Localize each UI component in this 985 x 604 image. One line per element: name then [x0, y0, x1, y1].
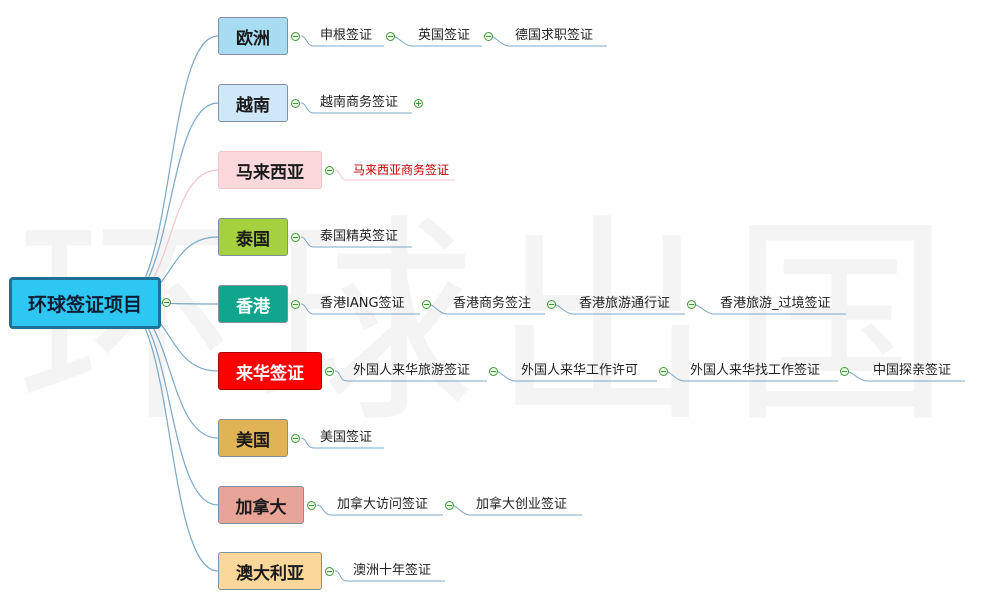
leaf-topic[interactable]: 泰国精英签证 [320, 229, 399, 244]
branch-topic-europe[interactable]: 欧洲 [218, 17, 288, 55]
collapse-toggle-icon[interactable] [547, 300, 556, 309]
branch-topic-vietnam[interactable]: 越南 [218, 84, 288, 122]
branch-connector [119, 302, 219, 572]
collapse-toggle-icon[interactable] [291, 32, 300, 41]
leaf-connector [300, 303, 420, 315]
leaf-topic[interactable]: 香港旅游_过境签证 [720, 296, 831, 311]
branch-topic-usa[interactable]: 美国 [218, 419, 288, 457]
leaf-topic[interactable]: 外国人来华工作许可 [521, 363, 639, 378]
collapse-toggle-icon[interactable] [659, 367, 668, 376]
leaf-topic[interactable]: 中国探亲签证 [873, 363, 952, 378]
collapse-toggle-icon[interactable] [414, 99, 423, 108]
collapse-toggle-icon[interactable] [386, 32, 395, 41]
leaf-topic[interactable]: 外国人来华找工作签证 [690, 363, 821, 378]
leaf-topic[interactable]: 香港商务签注 [453, 296, 532, 311]
collapse-toggle-icon[interactable] [445, 501, 454, 510]
branch-connector [119, 35, 219, 304]
branch-topic-canada[interactable]: 加拿大 [218, 486, 304, 524]
branch-connector [119, 102, 219, 304]
leaf-connector [334, 570, 445, 582]
leaf-topic[interactable]: 外国人来华旅游签证 [353, 363, 471, 378]
collapse-toggle-icon[interactable] [291, 434, 300, 443]
leaf-connector [300, 102, 412, 114]
leaf-topic[interactable]: 德国求职签证 [515, 28, 594, 43]
collapse-toggle-icon[interactable] [307, 501, 316, 510]
collapse-toggle-icon[interactable] [840, 367, 849, 376]
collapse-toggle-icon[interactable] [687, 300, 696, 309]
collapse-toggle-icon[interactable] [484, 32, 493, 41]
leaf-topic[interactable]: 香港旅游通行证 [579, 296, 671, 311]
leaf-topic[interactable]: 英国签证 [418, 28, 471, 43]
leaf-topic[interactable]: 加拿大创业签证 [476, 497, 568, 512]
leaf-connector [316, 504, 443, 516]
leaf-topic[interactable]: 美国签证 [320, 430, 373, 445]
leaf-connector [300, 437, 384, 449]
leaf-topic[interactable]: 澳洲十年签证 [353, 563, 432, 578]
collapse-toggle-icon[interactable] [325, 166, 334, 175]
branch-connector [119, 302, 219, 506]
root-topic[interactable]: 环球签证项目 [9, 277, 161, 329]
leaf-topic[interactable]: 越南商务签证 [320, 95, 399, 110]
collapse-toggle-icon[interactable] [489, 367, 498, 376]
branch-topic-thailand[interactable]: 泰国 [218, 218, 288, 256]
collapse-toggle-icon[interactable] [325, 567, 334, 576]
branch-topic-hongkong[interactable]: 香港 [218, 285, 288, 323]
leaf-topic[interactable]: 马来西亚商务签证 [353, 163, 450, 177]
leaf-connector [334, 370, 487, 382]
leaf-topic[interactable]: 申根签证 [320, 28, 373, 43]
leaf-topic[interactable]: 加拿大访问签证 [337, 497, 429, 512]
branch-topic-australia[interactable]: 澳大利亚 [218, 552, 322, 590]
leaf-connector [334, 169, 455, 181]
collapse-toggle-icon[interactable] [422, 300, 431, 309]
leaf-topic[interactable]: 香港IANG签证 [320, 296, 405, 311]
collapse-toggle-icon[interactable] [291, 99, 300, 108]
collapse-toggle-icon[interactable] [325, 367, 334, 376]
branch-topic-china[interactable]: 来华签证 [218, 352, 322, 390]
leaf-connector [300, 35, 384, 47]
branch-topic-malaysia[interactable]: 马来西亚 [218, 151, 322, 189]
collapse-toggle-icon[interactable] [291, 300, 300, 309]
collapse-toggle-icon[interactable] [162, 298, 171, 307]
collapse-toggle-icon[interactable] [291, 233, 300, 242]
leaf-connector [300, 236, 412, 248]
